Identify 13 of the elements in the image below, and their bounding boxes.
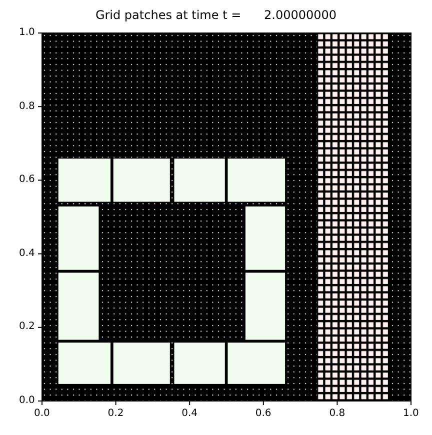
tick-label: 0.6 bbox=[19, 174, 35, 186]
tick-label: 0.0 bbox=[34, 408, 50, 420]
tick-label: 0.2 bbox=[108, 408, 124, 420]
tick-label: 0.4 bbox=[19, 248, 35, 260]
tick-label: 1.0 bbox=[19, 27, 35, 39]
tick-label: 0.0 bbox=[19, 395, 35, 407]
tick-label: 1.0 bbox=[403, 408, 419, 420]
chart-title: Grid patches at time t = 2.00000000 bbox=[94, 8, 338, 22]
tick-label: 0.6 bbox=[255, 408, 272, 420]
tick-label: 0.4 bbox=[182, 408, 198, 420]
tick-label: 0.2 bbox=[19, 321, 35, 334]
tick-label: 0.8 bbox=[19, 100, 35, 113]
tick-label: 0.8 bbox=[329, 408, 346, 420]
